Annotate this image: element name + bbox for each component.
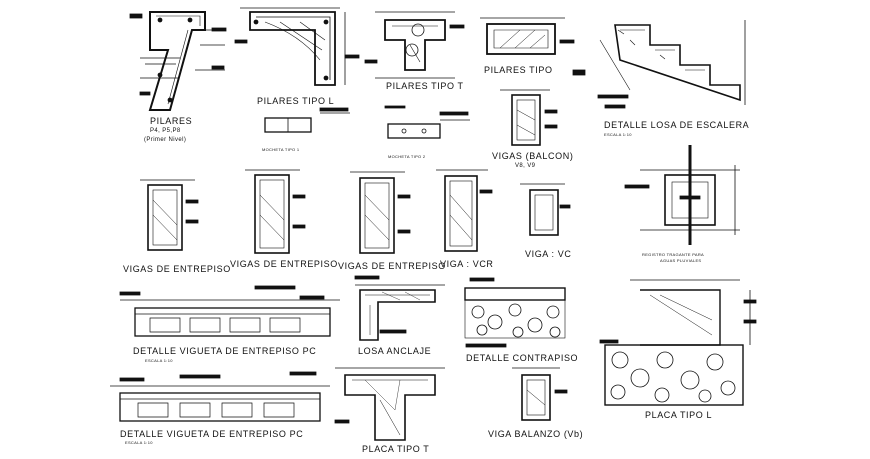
registro-label-2: AGUAS PLUVIALES [660, 258, 702, 263]
detalle-losa-label: DETALLE LOSA DE ESCALERA [604, 120, 750, 130]
vigas-entrepiso-2-label: VIGAS DE ENTREPISO [230, 259, 338, 269]
vigueta-1-label: DETALLE VIGUETA DE ENTREPISO PC [133, 346, 317, 356]
escala-losa-label: ESCALA 1:10 [604, 132, 632, 137]
vigueta-entrepiso-2-detail [110, 371, 330, 422]
mocheta-tipo-1-detail [264, 107, 350, 133]
vigas-balcon-ids: V8, V9 [515, 163, 536, 169]
pilares-tipo-t-detail [364, 11, 465, 79]
mocheta-tipo-2-detail [384, 105, 470, 139]
losa-escalera-detail [597, 20, 746, 109]
vigueta-entrepiso-1-detail [119, 285, 340, 337]
losa-anclaje-detail [354, 275, 445, 341]
pilares-level: (Primer Nivel) [144, 137, 187, 143]
vigas-entrepiso-2-detail [245, 169, 306, 254]
vigas-entrepiso-3-detail [350, 171, 411, 254]
viga-balanzo-detail [512, 367, 568, 421]
pilares-title: PILARES [150, 116, 193, 126]
pilares-tipo-label: PILARES TIPO [484, 65, 553, 75]
vigas-entrepiso-3-label: VIGAS DE ENTREPISO [338, 261, 446, 271]
detalle-contrapiso-label: DETALLE CONTRAPISO [466, 353, 579, 363]
vigas-balcon-detail [500, 89, 558, 146]
vigueta-2-label: DETALLE VIGUETA DE ENTREPISO PC [120, 429, 304, 439]
contrapiso-detail [464, 277, 566, 348]
viga-vc-label: VIGA : VC [525, 249, 572, 259]
registro-label: REGISTRO TRAGANTE PARA [642, 252, 705, 257]
pilares-tipo-detail [480, 17, 586, 76]
pilares-column-detail [129, 11, 227, 111]
pilares-tipo-l-detail [234, 7, 360, 86]
escala-vigueta-1-label: ESCALA 1:10 [145, 358, 173, 363]
losa-anclaje-label: LOSA ANCLAJE [358, 346, 432, 356]
vigas-balcon-label: VIGAS (BALCON) [492, 151, 574, 161]
pilares-tipo-l-label: PILARES TIPO L [257, 96, 335, 106]
mocheta-2-label: MOCHETA TIPO 2 [388, 154, 426, 159]
pilares-list: P4, P5,P8 [150, 128, 181, 134]
mocheta-1-label: MOCHETA TIPO 1 [262, 147, 300, 152]
viga-vcr-label: VIGA : VCR [440, 259, 494, 269]
registro-tragante-detail [624, 145, 740, 245]
vigas-entrepiso-1-detail [140, 179, 199, 251]
pilares-tipo-t-label: PILARES TIPO T [386, 81, 464, 91]
viga-balanzo-label: VIGA BALANZO (Vb) [488, 429, 584, 439]
escala-vigueta-2-label: ESCALA 1:10 [125, 440, 153, 445]
viga-vc-detail [520, 183, 571, 236]
placa-tipo-t-label: PLACA TIPO T [362, 444, 430, 454]
placa-tipo-l-detail [599, 279, 757, 406]
placa-tipo-t-detail [334, 367, 445, 441]
viga-vcr-detail [436, 169, 493, 252]
placa-tipo-l-label: PLACA TIPO L [645, 410, 713, 420]
vigas-entrepiso-1-label: VIGAS DE ENTREPISO [123, 264, 231, 274]
